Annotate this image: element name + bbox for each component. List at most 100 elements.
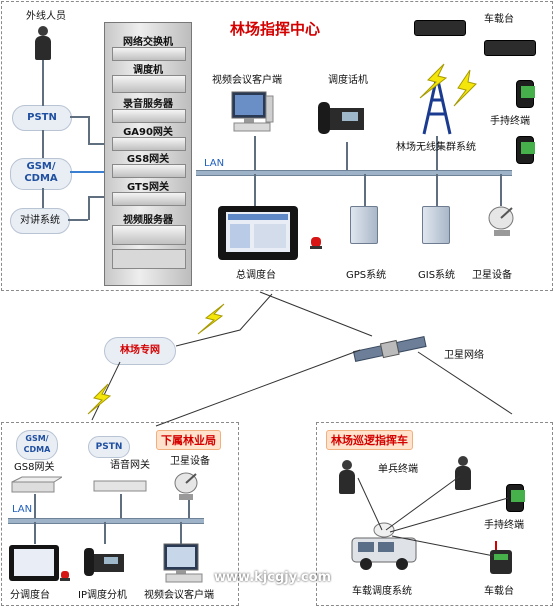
- branch-satellite-label: 卫星设备: [170, 456, 210, 467]
- lan-label-top: LAN: [204, 158, 225, 169]
- alarm-light-icon: [310, 234, 322, 249]
- branch-lan-to-phone: [104, 522, 106, 544]
- branch-lan-label: LAN: [12, 504, 33, 515]
- equipment-rack: 网络交换机 调度机 录音服务器 GA90网关 GS8网关 GTS网关 视频服务器: [104, 22, 192, 286]
- gsm-to-intercom-line: [42, 188, 44, 208]
- rack-item-gts: GTS网关: [126, 182, 170, 193]
- private-net-cloud: 林场专网: [104, 337, 176, 365]
- branch-lan-to-sat: [188, 500, 190, 518]
- rack-item-recorder: 录音服务器: [123, 99, 173, 110]
- rack-slot-video-server: [112, 225, 186, 245]
- branch-video-client-label: 视频会议客户端: [144, 590, 214, 601]
- pstn-rack-vertical: [88, 116, 90, 144]
- satellite-dish-icon: [486, 204, 520, 238]
- satellite-to-branch-link: [155, 349, 361, 427]
- soldier-icon-2: [454, 456, 472, 490]
- rack-item-switch: 网络交换机: [123, 37, 173, 48]
- gsm-cdma-cloud: GSM/ CDMA: [10, 158, 72, 190]
- vehicle-station-label-top: 车载台: [484, 14, 514, 25]
- branch-lan-to-console: [34, 522, 36, 544]
- rack-item-ga90: GA90网关: [123, 127, 173, 138]
- pstn-to-rack-line: [70, 116, 90, 118]
- command-center-title: 林场指挥中心: [230, 20, 321, 38]
- lightning-icon-2: [87, 383, 112, 415]
- gps-label: GPS系统: [346, 270, 387, 281]
- patrol-handheld-label: 手持终端: [484, 520, 524, 531]
- branch-satellite-dish-icon: [172, 470, 204, 502]
- intercom-cloud: 对讲系统: [10, 208, 70, 234]
- satellite-icon: [350, 330, 430, 370]
- branch-ip-ext-label: IP调度分机: [78, 590, 127, 601]
- vehicle-to-soldier1-link: [357, 477, 383, 531]
- patrol-vehicle-title: 林场巡逻指挥车: [326, 430, 413, 450]
- intercom-rack-horizontal: [88, 196, 110, 198]
- lightning-icon-3: [419, 63, 448, 99]
- video-client-label: 视频会议客户端: [212, 75, 282, 86]
- rack-slot-dispatcher: [112, 75, 186, 93]
- branch-lan-to-gw: [120, 494, 122, 518]
- handheld-icon-1: [516, 80, 535, 108]
- center-to-private-link: [175, 293, 273, 347]
- rack-slot-gts: [112, 192, 186, 206]
- branch-voice-gw-label: 语音网关: [110, 460, 150, 471]
- trunk-system-label: 林场无线集群系统: [396, 142, 476, 153]
- soldier-label: 单兵终端: [378, 464, 418, 475]
- outside-person-icon: [34, 26, 52, 60]
- handheld-label-top: 手持终端: [490, 116, 530, 127]
- rack-slot-gs8: [112, 164, 186, 178]
- vehicle-to-soldier2-link: [385, 475, 461, 531]
- person-to-pstn-line: [42, 60, 44, 106]
- handheld-icon-2: [516, 136, 535, 164]
- lan-to-satellite: [500, 174, 502, 206]
- vehicle-system-label: 车载调度系统: [352, 586, 412, 597]
- patrol-vehicle-station-label: 车载台: [484, 586, 514, 597]
- branch-console-icon: [8, 544, 60, 582]
- lan-to-video-client: [254, 136, 256, 170]
- lan-to-console: [254, 174, 256, 206]
- gps-server-icon: [350, 206, 378, 244]
- branch-lan-bus: [8, 518, 204, 524]
- center-to-satellite-link: [259, 291, 373, 337]
- lan-bus-top: [196, 170, 512, 176]
- dispatch-phone-label: 调度话机: [328, 75, 368, 86]
- vehicle-radio-icon-1: [414, 20, 466, 36]
- branch-bureau-region: [1, 422, 239, 606]
- lan-to-gis: [436, 174, 438, 206]
- branch-console-label: 分调度台: [10, 590, 50, 601]
- lightning-icon-1: [197, 303, 225, 335]
- center-satellite-label: 卫星设备: [472, 270, 512, 281]
- gis-server-icon: [422, 206, 450, 244]
- lightning-icon-4: [453, 69, 477, 107]
- intercom-rack-vertical: [88, 196, 90, 220]
- satellite-net-label: 卫星网络: [444, 350, 484, 361]
- private-to-branch-link: [91, 361, 121, 421]
- main-console-label: 总调度台: [236, 270, 276, 281]
- rack-slot-switch: [112, 47, 186, 61]
- pstn-to-gsm-line: [42, 130, 44, 158]
- vehicle-to-handheld-link: [389, 497, 509, 533]
- lan-to-gps: [364, 174, 366, 206]
- rack-slot-recorder: [112, 109, 186, 123]
- branch-gsm-label: GSM/ CDMA: [23, 434, 51, 454]
- satellite-to-vehicle-link: [417, 351, 513, 415]
- vehicle-to-radio-link: [391, 535, 495, 557]
- branch-alarm-icon: [60, 566, 70, 581]
- main-console-icon: [216, 204, 300, 262]
- rack-slot-blank: [112, 249, 186, 269]
- rack-item-video-server: 视频服务器: [123, 215, 173, 226]
- branch-lan-to-pc: [180, 522, 182, 544]
- gsm-to-rack-line: [70, 171, 110, 173]
- branch-gs8-device-icon: [8, 476, 64, 494]
- vehicle-radio-icon-2: [484, 40, 536, 56]
- video-client-pc-icon: [228, 90, 274, 134]
- outside-person-label: 外线人员: [26, 11, 66, 22]
- pstn-rack-horizontal: [88, 143, 110, 145]
- intercom-to-rack-line: [68, 219, 88, 221]
- watermark: www.kjcgjy.com: [214, 570, 332, 585]
- lan-to-trunk-tower: [436, 136, 438, 170]
- branch-ip-phone-icon: [82, 546, 126, 580]
- dispatch-phone-icon: [316, 100, 368, 140]
- patrol-vehicle-radio-icon: [488, 540, 514, 576]
